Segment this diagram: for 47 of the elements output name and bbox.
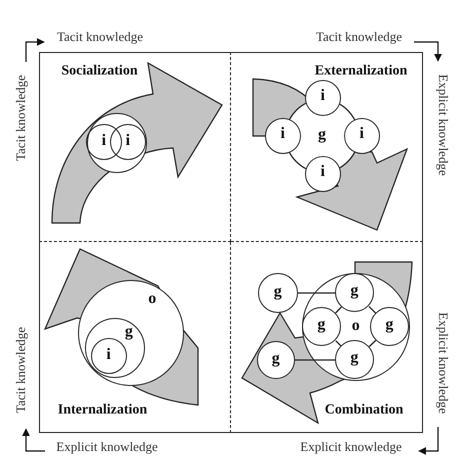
node-letter: i: [359, 125, 364, 143]
node-letter: g: [318, 126, 326, 144]
circle-node: [370, 307, 410, 346]
node-letter: i: [126, 132, 130, 150]
node-letter: i: [320, 87, 325, 105]
quadrant-panel: [39, 52, 231, 242]
node-letter: i: [320, 163, 325, 181]
node-letter: g: [385, 316, 394, 334]
node-letter: i: [106, 346, 111, 364]
axis-label: Tacit knowledge: [14, 74, 28, 162]
node-letter: g: [350, 282, 358, 300]
node-letter: o: [352, 316, 360, 334]
circle-node: [302, 307, 342, 346]
circle-node: [258, 273, 298, 313]
connector-line: [368, 306, 376, 314]
quadrant-panel: [39, 242, 231, 433]
node-letter: g: [274, 282, 282, 300]
connector-line: [298, 292, 336, 294]
node-letter: i: [102, 132, 106, 150]
node-letter: g: [317, 316, 326, 334]
axis-label: Tacit knowledge: [14, 326, 28, 414]
node-letter: g: [350, 350, 358, 368]
quadrant-panel: [231, 52, 423, 242]
node-letter: g: [124, 324, 133, 342]
axis-label: Tacit knowledge: [316, 30, 402, 44]
circle-node: [335, 340, 374, 380]
circle-node: [86, 124, 122, 160]
axis-label: Explicit knowledge: [436, 74, 450, 176]
node-letter: g: [272, 350, 280, 368]
node-letter: i: [280, 125, 285, 143]
circle-node: [335, 273, 374, 312]
quadrant-title: Externalization: [314, 62, 408, 78]
connector-line: [335, 340, 342, 347]
axis-label: Explicit knowledge: [436, 312, 450, 414]
axis-label: Explicit knowledge: [56, 440, 158, 454]
quadrant-title: Combination: [324, 402, 404, 418]
circle-node: [90, 338, 127, 374]
connector-line: [368, 340, 376, 348]
circle-node: [110, 124, 146, 160]
node-letter: o: [148, 290, 156, 308]
connector-line: [335, 306, 342, 314]
axis-label: Tacit knowledge: [56, 30, 144, 44]
quadrant-title: Internalization: [58, 402, 148, 418]
quadrant-panel: [231, 242, 423, 433]
quadrant-title: Socialization: [61, 62, 138, 78]
axis-label: Explicit knowledge: [300, 440, 402, 454]
connector-line: [295, 359, 336, 361]
